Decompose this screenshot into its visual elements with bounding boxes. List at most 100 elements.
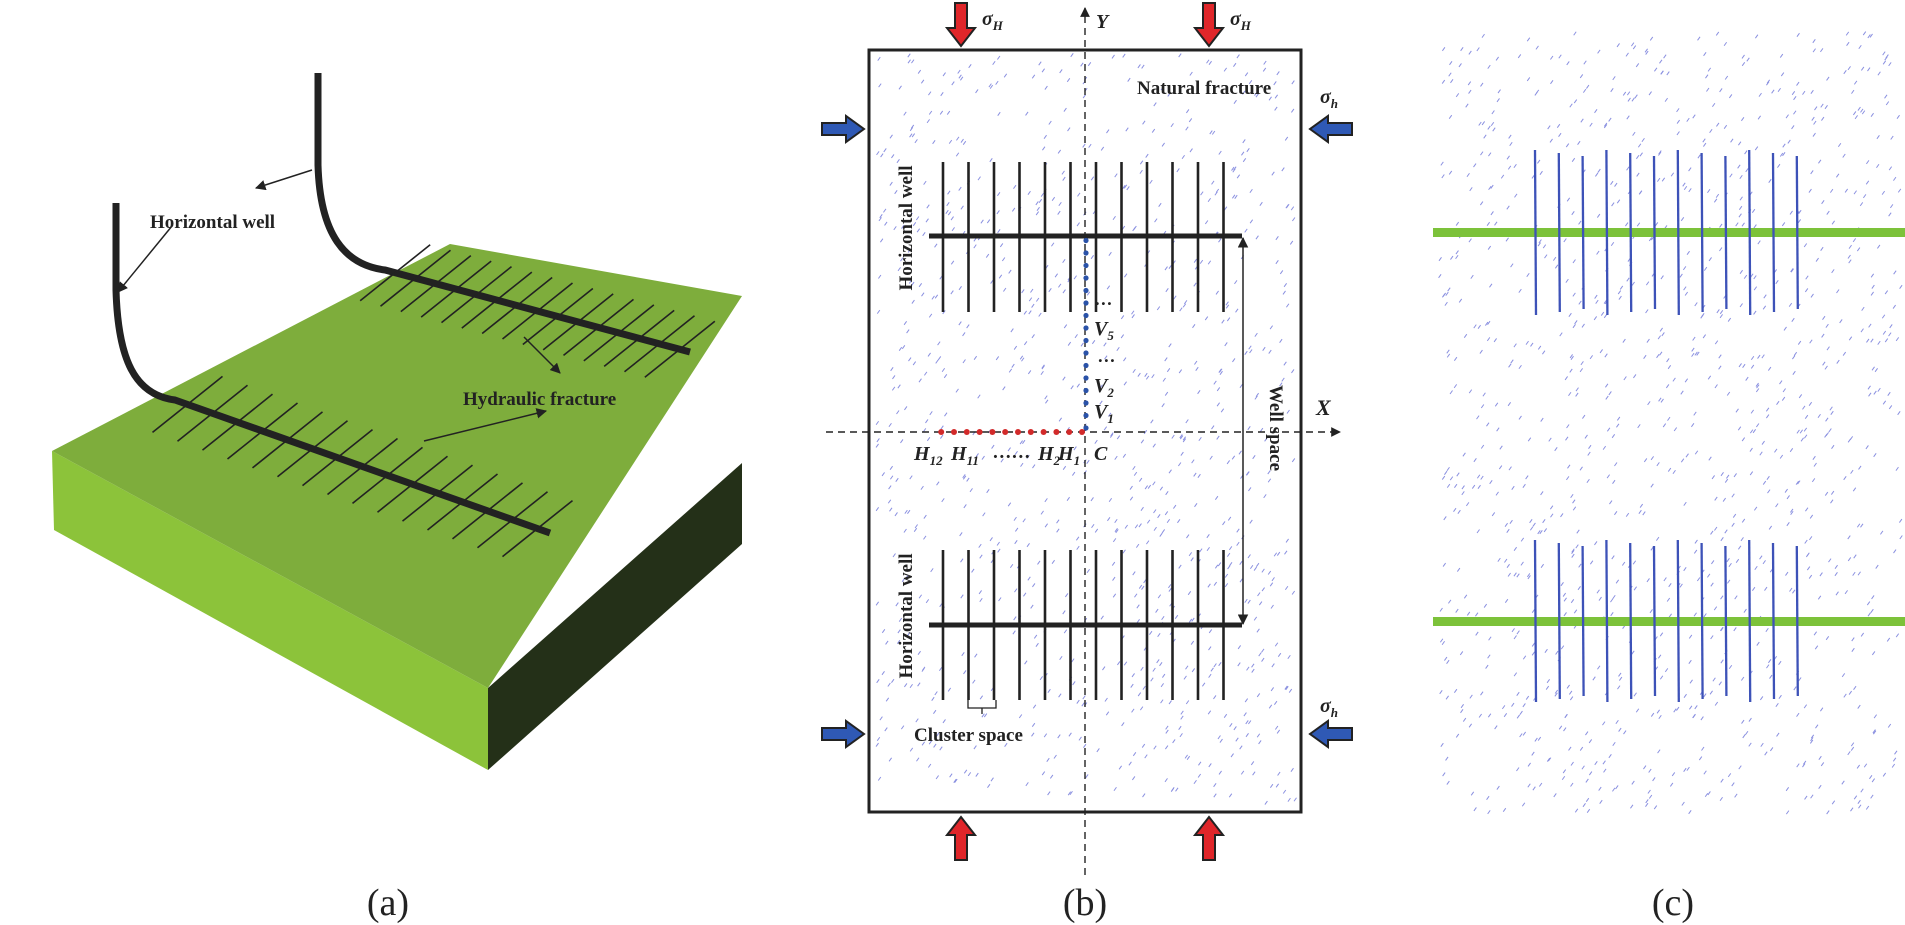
natural-fracture-mark: [1748, 717, 1752, 722]
natural-fracture-mark: [1291, 590, 1296, 595]
natural-fracture-mark: [1513, 572, 1517, 577]
natural-fracture-mark: [1438, 274, 1442, 279]
natural-fracture-mark: [1812, 132, 1816, 137]
natural-fracture-mark: [1480, 82, 1484, 87]
natural-fracture-mark: [1468, 389, 1473, 394]
natural-fracture-mark: [1244, 598, 1248, 603]
hydraulic-fracture-line: [502, 282, 573, 340]
natural-fracture-mark: [1268, 704, 1273, 709]
natural-fracture-mark: [1631, 97, 1635, 102]
natural-fracture-mark: [1513, 635, 1517, 640]
natural-fracture-mark: [1012, 630, 1016, 635]
natural-fracture-mark: [1713, 198, 1718, 203]
natural-fracture-mark: [1493, 338, 1497, 343]
natural-fracture-mark: [1521, 802, 1526, 807]
natural-fracture-mark: [1508, 466, 1512, 471]
natural-fracture-mark: [1569, 103, 1573, 108]
natural-fracture-mark: [1487, 713, 1492, 718]
natural-fracture-mark: [1277, 771, 1281, 776]
natural-fracture-mark: [1236, 528, 1240, 533]
natural-fracture-mark: [930, 568, 934, 573]
natural-fracture-mark: [1615, 579, 1620, 584]
natural-fracture-mark: [1477, 484, 1481, 489]
natural-fracture-mark: [1860, 328, 1864, 333]
natural-fracture-mark: [1688, 659, 1692, 664]
natural-fracture-mark: [1242, 90, 1246, 95]
natural-fracture-mark: [1078, 736, 1082, 741]
natural-fracture-mark: [1455, 221, 1460, 226]
natural-fracture-mark: [1255, 392, 1259, 397]
natural-fracture-mark: [966, 477, 970, 482]
natural-fracture-mark: [1108, 412, 1112, 417]
natural-fracture-mark: [1475, 631, 1479, 636]
natural-fracture-mark: [1573, 609, 1578, 614]
natural-fracture-mark: [897, 267, 901, 272]
natural-fracture-mark: [1010, 328, 1014, 333]
natural-fracture-mark: [1246, 666, 1250, 671]
natural-fracture-mark: [1711, 560, 1715, 565]
natural-fracture-mark: [885, 697, 890, 702]
natural-fracture-mark: [1180, 715, 1184, 720]
natural-fracture-mark: [1884, 56, 1888, 61]
natural-fracture-mark: [1186, 534, 1190, 539]
natural-fracture-mark: [979, 695, 984, 700]
natural-fracture-mark: [1554, 447, 1558, 452]
v-point: [1083, 250, 1089, 256]
natural-fracture-mark: [1456, 472, 1460, 477]
natural-fracture-mark: [1031, 722, 1036, 727]
natural-fracture-mark: [1071, 658, 1075, 663]
natural-fracture-mark: [1802, 405, 1806, 410]
natural-fracture-mark: [1123, 381, 1127, 386]
natural-fracture-mark: [1701, 746, 1705, 751]
natural-fracture-mark: [904, 406, 908, 411]
natural-fracture-mark: [987, 783, 991, 789]
natural-fracture-mark: [1038, 198, 1043, 203]
natural-fracture-mark: [975, 89, 979, 94]
natural-fracture-mark: [1731, 782, 1735, 787]
natural-fracture-mark: [1149, 179, 1153, 184]
natural-fracture-mark: [1782, 388, 1786, 393]
natural-fracture-mark: [1645, 802, 1649, 808]
natural-fracture-mark: [1213, 380, 1217, 385]
natural-fracture-mark: [1856, 764, 1861, 769]
natural-fracture-mark: [1031, 303, 1035, 308]
natural-fracture-mark: [1526, 77, 1531, 82]
natural-fracture-mark: [1114, 527, 1118, 533]
natural-fracture-mark: [1682, 266, 1687, 271]
natural-fracture-mark: [1164, 745, 1169, 750]
natural-fracture-mark: [1633, 692, 1637, 697]
natural-fracture-mark: [1526, 272, 1530, 278]
natural-fracture-mark: [1069, 790, 1073, 796]
natural-fracture-mark: [1284, 136, 1289, 141]
natural-fracture-mark: [1080, 62, 1084, 67]
natural-fracture-mark: [1857, 571, 1861, 576]
natural-fracture-mark: [1665, 384, 1670, 389]
natural-fracture-mark: [1777, 163, 1781, 168]
natural-fracture-mark: [1619, 285, 1624, 290]
natural-fracture-mark: [1247, 554, 1251, 559]
natural-fracture-mark: [1134, 593, 1138, 598]
natural-fracture-mark: [1839, 319, 1843, 324]
natural-fracture-mark: [1718, 354, 1722, 359]
natural-fracture-mark: [1036, 206, 1040, 211]
natural-fracture-mark: [1230, 753, 1234, 758]
natural-fracture-mark: [1283, 283, 1288, 288]
natural-fracture-mark: [1790, 268, 1794, 273]
h-point: [1002, 429, 1009, 435]
natural-fracture-mark: [1658, 150, 1662, 155]
natural-fracture-mark: [1804, 288, 1809, 293]
natural-fracture-mark: [973, 745, 977, 750]
natural-fracture-mark: [971, 568, 975, 573]
natural-fracture-mark: [1799, 429, 1804, 434]
natural-fracture-mark: [1076, 699, 1080, 704]
natural-fracture-mark: [1527, 575, 1531, 580]
natural-fracture-mark: [1094, 439, 1098, 444]
natural-fracture-mark: [1596, 589, 1600, 594]
hydraulic-fracture-label: Hydraulic fracture: [463, 389, 616, 410]
natural-fracture-mark: [1752, 429, 1757, 434]
natural-fracture-mark: [1057, 734, 1061, 739]
natural-fracture-mark: [1063, 324, 1068, 329]
natural-fracture-mark: [1734, 595, 1738, 600]
natural-fracture-mark: [1844, 590, 1848, 595]
natural-fracture-mark: [962, 140, 967, 146]
